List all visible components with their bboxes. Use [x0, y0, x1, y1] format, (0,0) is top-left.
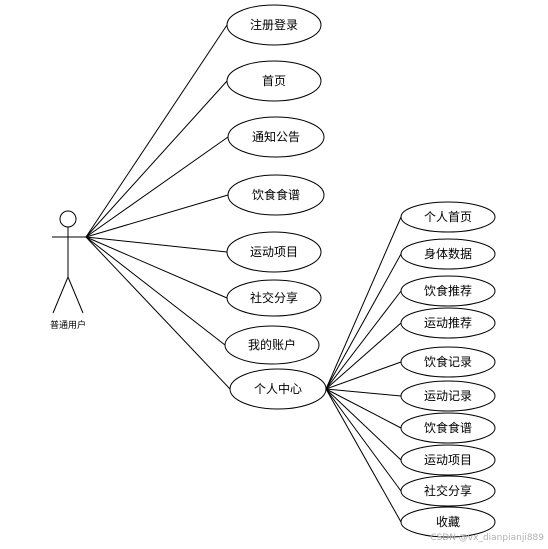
association-line-sport-items-2 [325, 388, 402, 461]
use-case-sport-items [226, 231, 322, 273]
sub-use-case-label-social-share-2: 社交分享 [424, 483, 472, 498]
association-line-diet-record [325, 361, 402, 390]
sub-use-case-label-sport-items-2: 运动项目 [424, 453, 472, 467]
sub-use-case-label-sport-recommend: 运动推荐 [424, 316, 472, 330]
use-case-label-my-account: 我的账户 [248, 337, 296, 352]
sub-use-case-diet-recommend [400, 275, 496, 307]
association-line-diet-recipes [85, 194, 229, 238]
sub-use-case-body-data [400, 238, 496, 270]
use-case-label-sport-items: 运动项目 [250, 245, 298, 259]
use-case-register-login [226, 4, 322, 46]
actor-leg-right [67, 276, 84, 314]
association-line-social-share-2 [325, 388, 402, 492]
sub-use-case-label-diet-recipes-2: 饮食食谱 [424, 420, 472, 435]
watermark: CSDN @vx_dianpianji889 [430, 533, 544, 543]
sub-use-case-personal-home [400, 201, 496, 233]
sub-use-case-favorites [400, 506, 496, 538]
association-line-diet-recommend [325, 290, 402, 390]
actor [52, 210, 86, 314]
sub-use-case-label-diet-record: 饮食记录 [424, 354, 472, 369]
association-line-sport-record [325, 388, 402, 397]
association-line-favorites [325, 388, 402, 523]
association-line-social-share [85, 236, 228, 299]
association-line-sport-recommend [325, 322, 402, 390]
sub-use-case-label-diet-recommend: 饮食推荐 [424, 283, 472, 298]
association-line-personal-home [325, 216, 402, 390]
use-case-label-register-login: 注册登录 [250, 17, 298, 32]
association-line-personal-center [85, 236, 231, 390]
use-case-label-social-share: 社交分享 [250, 290, 298, 305]
sub-use-case-sport-recommend [400, 307, 496, 339]
actor-leg-left [52, 276, 69, 314]
use-case-home [226, 60, 322, 102]
use-case-diet-recipes [227, 174, 325, 216]
association-line-notice [85, 136, 229, 238]
use-case-label-home: 首页 [262, 74, 286, 88]
sub-use-case-label-sport-record: 运动记录 [424, 389, 472, 403]
use-case-label-diet-recipes: 饮食食谱 [252, 187, 300, 202]
sub-use-case-social-share-2 [400, 475, 496, 507]
use-case-social-share [226, 279, 322, 317]
use-case-personal-center [229, 368, 327, 410]
sub-use-case-label-personal-home: 个人首页 [424, 210, 472, 224]
sub-use-case-label-body-data: 身体数据 [424, 246, 472, 261]
association-line-my-account [85, 236, 226, 346]
association-line-register-login [85, 24, 228, 238]
use-case-my-account [224, 325, 320, 365]
association-line-diet-recipes-2 [325, 388, 402, 429]
sub-use-case-label-favorites: 收藏 [436, 515, 460, 529]
use-case-notice [227, 116, 325, 158]
sub-use-case-sport-record [400, 380, 496, 412]
use-case-label-personal-center: 个人中心 [254, 381, 302, 396]
use-case-label-notice: 通知公告 [252, 130, 300, 144]
actor-head [59, 210, 77, 228]
sub-use-case-diet-record [400, 346, 496, 378]
association-line-sport-items [85, 236, 228, 253]
association-line-body-data [325, 253, 402, 390]
association-lines [85, 24, 402, 523]
sub-use-case-diet-recipes-2 [400, 412, 496, 444]
use-case-shapes: 注册登录首页通知公告饮食食谱运动项目社交分享我的账户个人中心个人首页身体数据饮食… [224, 4, 496, 538]
actor-label: 普通用户 [50, 319, 86, 331]
association-line-home [85, 80, 228, 238]
sub-use-case-sport-items-2 [400, 444, 496, 476]
